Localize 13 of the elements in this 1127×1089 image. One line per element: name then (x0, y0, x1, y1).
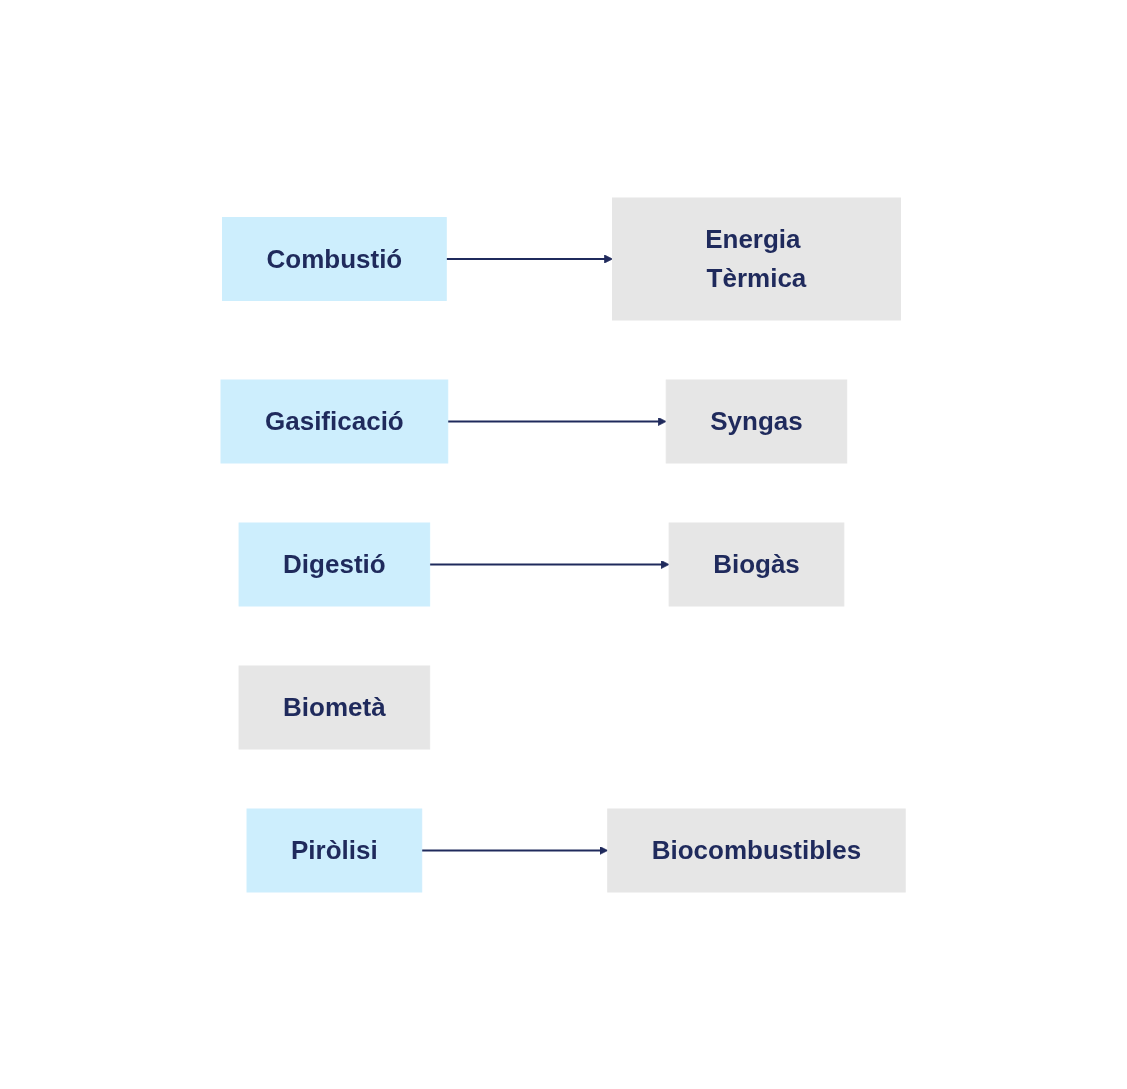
node-box: Gasificació (220, 379, 449, 463)
node-box: Biocombustibles (607, 808, 907, 892)
arrow (447, 416, 667, 426)
node-box: Energia Tèrmica (612, 197, 902, 320)
arrow (421, 845, 609, 855)
node-box: Biogàs (669, 522, 845, 606)
node-box: Combustió (222, 216, 448, 301)
arrow (429, 559, 670, 569)
node-box: Biometà (238, 665, 431, 749)
node-box: Syngas (666, 379, 848, 463)
arrow (445, 254, 614, 263)
node-box: Piròlisi (246, 808, 423, 892)
node-box: Digestió (238, 522, 431, 606)
